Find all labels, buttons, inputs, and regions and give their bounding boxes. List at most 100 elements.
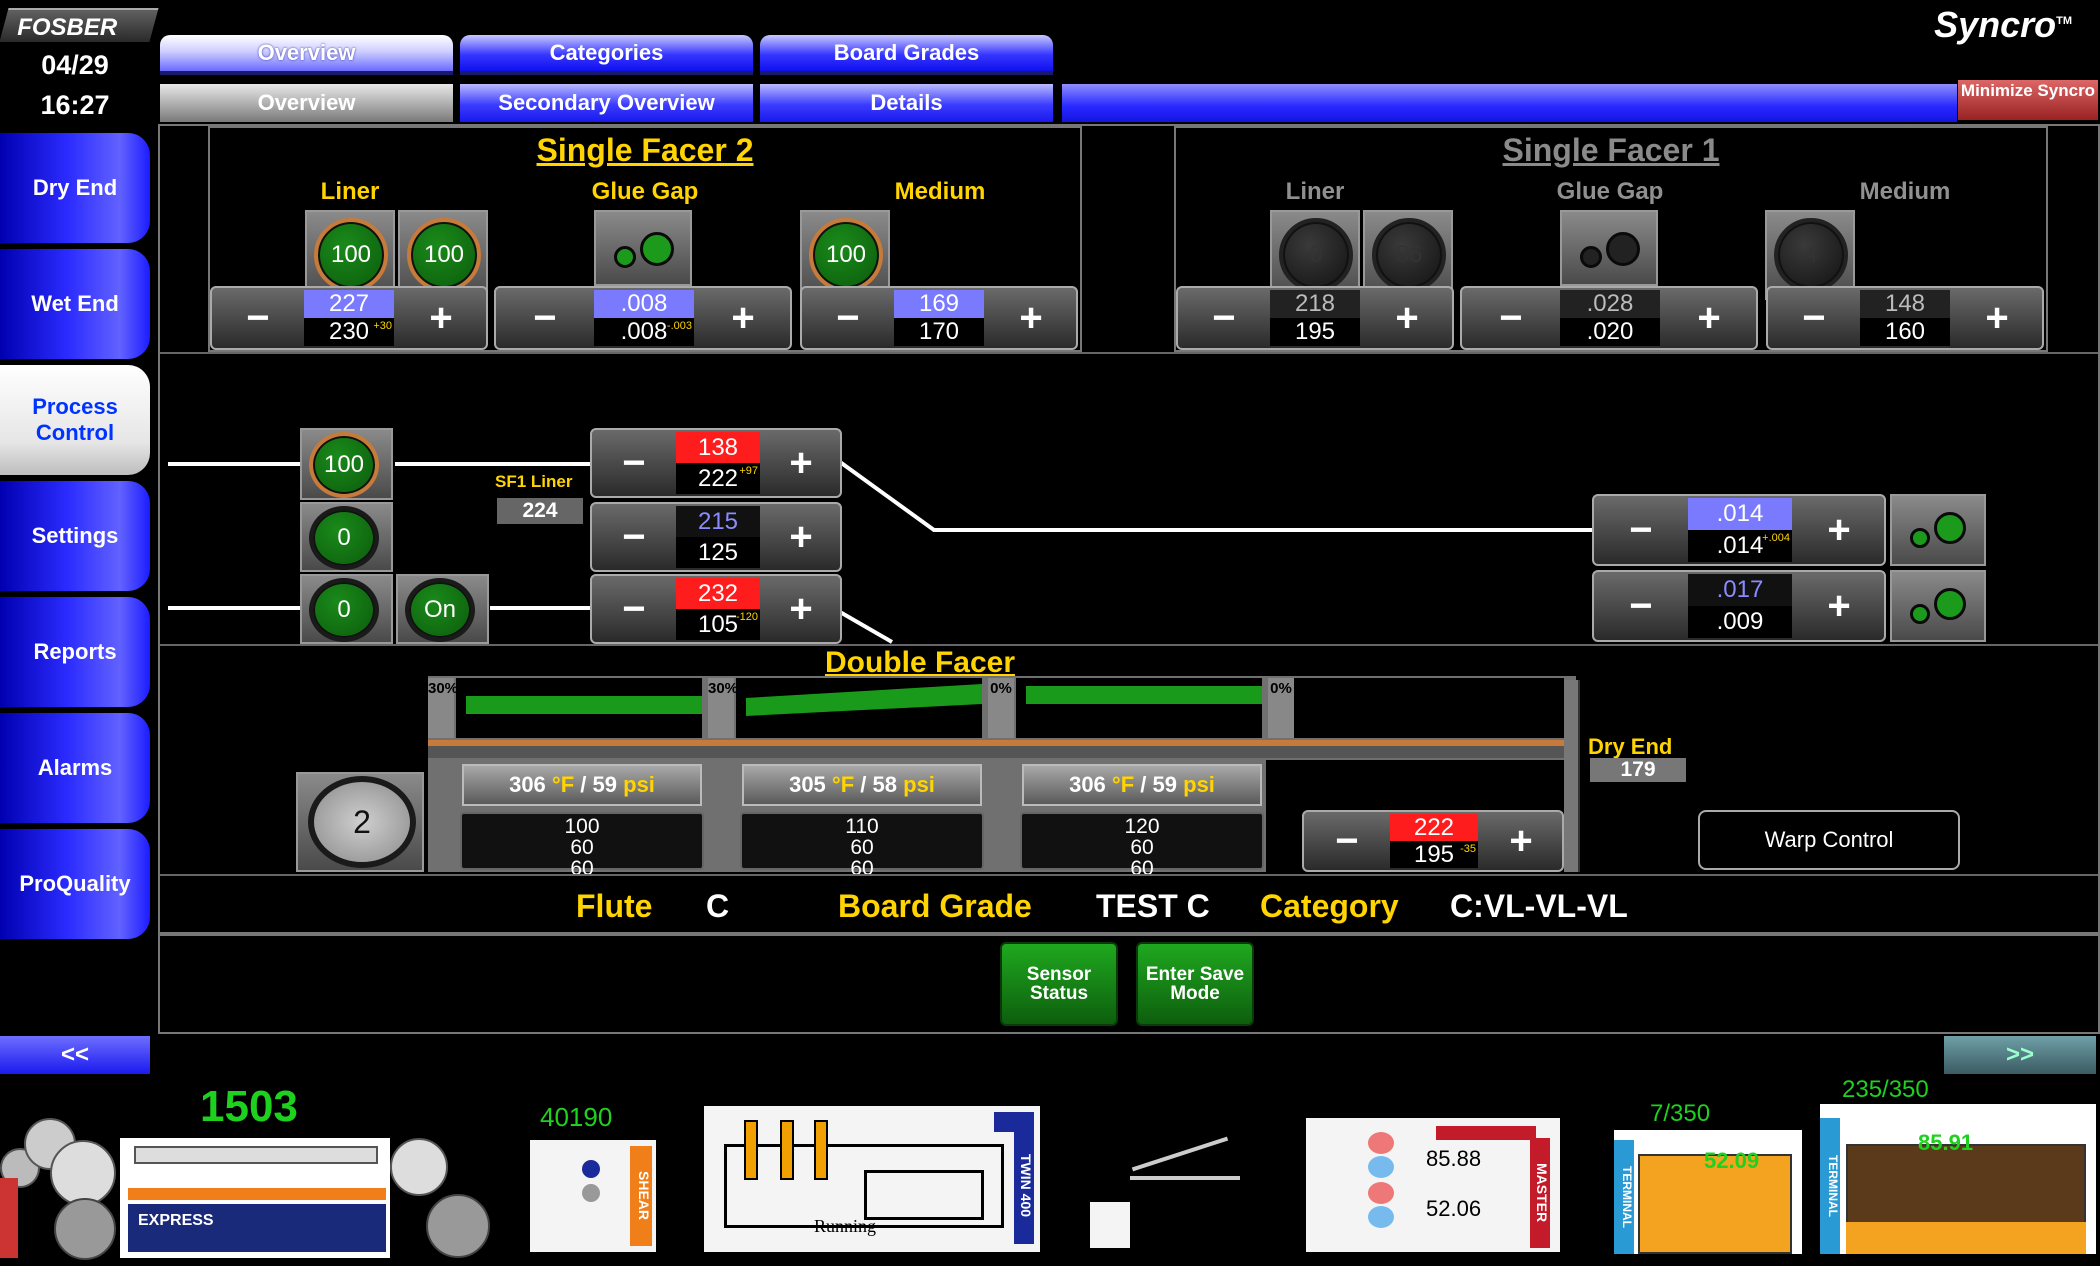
heat-plate-1[interactable]: 306 °F / 59 psi: [462, 764, 702, 806]
sf1-title: Single Facer 1: [1502, 132, 1720, 168]
sf2-glue-plus[interactable]: +: [731, 295, 755, 340]
right-control-1: − .014.014+.004 +: [1592, 494, 1886, 566]
right-control-1-minus[interactable]: −: [1629, 507, 1653, 552]
sf2-medium-label: Medium: [894, 178, 986, 205]
subtab-details[interactable]: Details: [760, 84, 1053, 122]
belt-segment-3: [1026, 686, 1262, 704]
pct-label-3: 0%: [988, 678, 1014, 738]
right-control-2: − .017.009 +: [1592, 570, 1886, 642]
terminal-2-graphic[interactable]: TERMINAL 85.91: [1820, 1104, 2096, 1254]
nav-proquality[interactable]: ProQuality: [0, 829, 150, 939]
sf1-liner-minus[interactable]: −: [1212, 295, 1236, 340]
nav-process-control[interactable]: Process Control: [0, 365, 150, 475]
shear-counter: 40190: [540, 1102, 613, 1132]
mid-control-1-plus[interactable]: +: [789, 440, 813, 485]
sf2-liner-gauge-2[interactable]: 100: [398, 210, 488, 300]
sensor-status-button[interactable]: Sensor Status: [1000, 942, 1118, 1026]
sf1-glue-control: − .028.020 +: [1460, 286, 1758, 350]
right-control-2-minus[interactable]: −: [1629, 583, 1653, 628]
sf2-medium-plus[interactable]: +: [1019, 295, 1043, 340]
terminal-2-count: 235/350: [1842, 1076, 1929, 1103]
sf2-liner-plus[interactable]: +: [429, 295, 453, 340]
mid-on-toggle[interactable]: On: [396, 574, 489, 644]
right-control-2-plus[interactable]: +: [1827, 583, 1851, 628]
sf1-medium-plus[interactable]: +: [1985, 295, 2009, 340]
nav-reports[interactable]: Reports: [0, 597, 150, 707]
df-dial[interactable]: 2: [296, 772, 424, 872]
sf1-liner-gauge-1[interactable]: 0: [1270, 210, 1360, 300]
subtab-secondary-overview[interactable]: Secondary Overview: [460, 84, 753, 122]
heat-plate-2[interactable]: 305 °F / 58 psi: [742, 764, 982, 806]
sf1-liner-label: Liner: [1285, 178, 1345, 205]
sf2-title: Single Facer 2: [536, 132, 754, 168]
mid-gauge-3[interactable]: 0: [300, 574, 393, 644]
time-display: 16:27: [40, 90, 110, 120]
right-glue-icon-1[interactable]: [1890, 494, 1986, 566]
belt-segment-1: [466, 696, 702, 714]
minimize-syncro-button[interactable]: Minimize Syncro: [1958, 80, 2098, 120]
enter-save-mode-button[interactable]: Enter Save Mode: [1136, 942, 1254, 1026]
mid-control-3-minus[interactable]: −: [622, 586, 646, 631]
subtab-overview[interactable]: Overview: [160, 84, 453, 122]
tab-categories[interactable]: Categories: [460, 35, 753, 75]
flute-label: Flute: [576, 888, 653, 924]
master-unit-graphic[interactable]: MASTER 85.88 52.06: [1306, 1118, 1560, 1252]
terminal-1-count: 7/350: [1650, 1100, 1711, 1127]
sf1-glue-icon[interactable]: [1560, 210, 1658, 286]
sf1-medium-minus[interactable]: −: [1802, 295, 1826, 340]
divider: [160, 644, 2098, 646]
sf2-liner-minus[interactable]: −: [246, 295, 270, 340]
mid-control-1-minus[interactable]: −: [622, 440, 646, 485]
sf1-liner-value: 224: [497, 498, 583, 524]
sf1-glue-minus[interactable]: −: [1499, 295, 1523, 340]
terminal-2-value: 85.91: [1918, 1130, 1974, 1155]
mid-control-2-minus[interactable]: −: [622, 514, 646, 559]
heat-plate-3[interactable]: 306 °F / 59 psi: [1022, 764, 1262, 806]
flute-value: C: [706, 888, 730, 924]
warp-control-button[interactable]: Warp Control: [1698, 810, 1960, 870]
terminal-1-value: 52.09: [1704, 1148, 1760, 1173]
next-page-button[interactable]: >>: [1944, 1036, 2096, 1074]
sf1-medium-label: Medium: [1859, 178, 1951, 205]
stacker-graphic[interactable]: [1090, 1132, 1250, 1250]
sf1-glue-plus[interactable]: +: [1697, 295, 1721, 340]
df-control-minus[interactable]: −: [1335, 818, 1359, 863]
nav-dry-end[interactable]: Dry End: [0, 133, 150, 243]
right-glue-icon-2[interactable]: [1890, 570, 1986, 642]
mid-gauge-1[interactable]: 100: [300, 428, 393, 500]
corrugator-machine-graphic[interactable]: EXPRESS: [0, 1118, 500, 1260]
sf2-medium-gauge[interactable]: 100: [800, 210, 890, 300]
pct-label-4: 0%: [1268, 678, 1294, 738]
sf2-glue-minus[interactable]: −: [533, 295, 557, 340]
nav-wet-end[interactable]: Wet End: [0, 249, 150, 359]
twin-400-graphic[interactable]: TWIN 400 Running: [704, 1106, 1040, 1252]
tab-board-grades[interactable]: Board Grades: [760, 35, 1053, 75]
df-control-plus[interactable]: +: [1509, 818, 1533, 863]
tab-overview[interactable]: Overview: [160, 35, 453, 75]
mid-gauge-2[interactable]: 0: [300, 502, 393, 572]
right-control-1-plus[interactable]: +: [1827, 507, 1851, 552]
board-grade-label: Board Grade: [838, 888, 1032, 924]
shear-unit-graphic[interactable]: SHEAR: [530, 1140, 656, 1252]
terminal-1-graphic[interactable]: TERMINAL 52.09: [1614, 1130, 1802, 1254]
production-counter: 1503: [200, 1082, 298, 1131]
mid-control-2-plus[interactable]: +: [789, 514, 813, 559]
sf2-glue-icon[interactable]: [594, 210, 692, 286]
sf1-medium-gauge[interactable]: 4: [1765, 210, 1855, 300]
prev-page-button[interactable]: <<: [0, 1036, 150, 1074]
nav-alarms[interactable]: Alarms: [0, 713, 150, 823]
board-line: [428, 740, 1576, 746]
sf1-liner-plus[interactable]: +: [1395, 295, 1419, 340]
nav-settings[interactable]: Settings: [0, 481, 150, 591]
sf2-medium-minus[interactable]: −: [836, 295, 860, 340]
mid-control-3-plus[interactable]: +: [789, 586, 813, 631]
